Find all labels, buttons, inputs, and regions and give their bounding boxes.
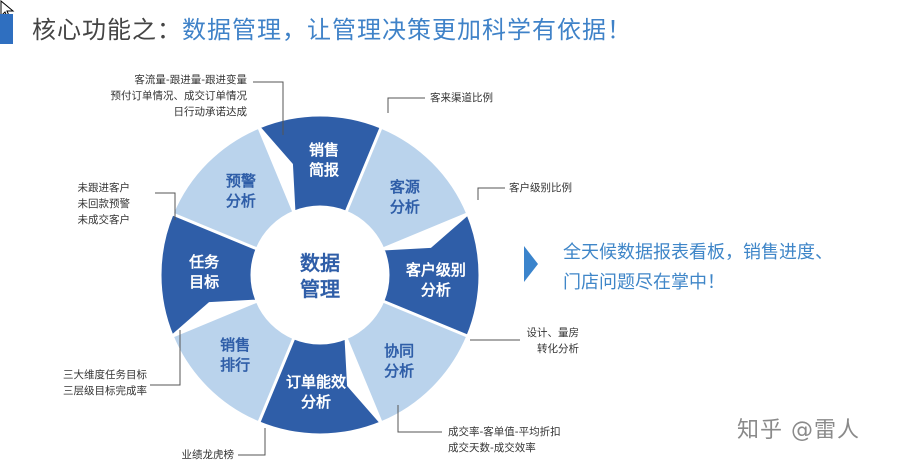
segment-label-order-efficiency-line2: 分析 <box>301 393 331 411</box>
annotation-task: 三大维度任务目标 三层级目标完成率 <box>63 367 147 399</box>
annotation-line: 三大维度任务目标 <box>63 369 147 381</box>
segment-label-order-efficiency-line1: 订单能效 <box>286 373 347 391</box>
leader-sales-brief <box>253 81 284 135</box>
annotation-line: 客流量-跟进量-跟进变量 <box>134 74 247 86</box>
tagline-line2: 门店问题尽在掌中！ <box>563 272 725 293</box>
center-label-line2: 管理 <box>300 277 340 301</box>
annotation-line: 未成交客户 <box>77 214 131 226</box>
leader-source <box>387 97 425 113</box>
annotation-line: 转化分析 <box>537 343 579 355</box>
segment-label-task-target-line1: 任务 <box>188 253 220 271</box>
watermark: 知乎 @雷人 <box>737 418 860 443</box>
annotation-line: 客户级别比例 <box>509 182 572 194</box>
leader-ranking <box>238 428 266 456</box>
title-accent-bar <box>0 14 13 44</box>
segment-label-ranking-line1: 销售 <box>220 336 250 354</box>
play-arrow-icon <box>524 246 538 282</box>
annotation-line: 未回款预警 <box>77 198 131 210</box>
annotation-level: 客户级别比例 <box>509 180 572 196</box>
annotation-line: 客来渠道比例 <box>430 92 493 104</box>
leader-level <box>477 187 505 200</box>
annotation-sales-brief: 客流量-跟进量-跟进变量 预付订单情况、成交订单情况 日行动承诺达成 <box>111 72 248 120</box>
annotation-line: 成交天数-成交效率 <box>448 442 536 454</box>
page-title: 核心功能之：数据管理，让管理决策更加科学有依据！ <box>32 10 632 45</box>
segment-label-customer-level-line1: 客户级别 <box>405 261 466 279</box>
annotation-order: 成交率-客单值-平均折扣 成交天数-成交效率 <box>448 424 561 456</box>
segment-label-source-line1: 客源 <box>389 178 420 196</box>
segment-label-source-line2: 分析 <box>390 198 420 216</box>
annotation-line: 设计、量房 <box>526 327 580 339</box>
segment-label-warning-line1: 预警 <box>226 172 256 190</box>
segment-label-collab-line2: 分析 <box>384 362 414 380</box>
annotation-source: 客来渠道比例 <box>430 90 493 106</box>
title-main: 数据管理，让管理决策更加科学有依据！ <box>182 16 632 44</box>
segment-label-warning-line2: 分析 <box>226 192 256 210</box>
annotation-line: 预付订单情况、成交订单情况 <box>110 90 248 102</box>
annotation-line: 日行动承诺达成 <box>173 106 248 118</box>
segment-label-ranking-line2: 排行 <box>220 356 250 374</box>
annotation-ranking: 业绩龙虎榜 <box>182 447 235 463</box>
center-label-line1: 数据 <box>300 251 340 275</box>
segment-label-sales-brief-line2: 简报 <box>309 161 339 179</box>
annotation-line: 未跟进客户 <box>77 182 131 194</box>
segment-label-collab-line1: 协同 <box>384 342 414 360</box>
segment-label-customer-level-line2: 分析 <box>421 281 451 299</box>
tagline-line1: 全天候数据报表看板，销售进度、 <box>563 242 833 263</box>
leader-warning <box>155 192 176 220</box>
annotation-collab: 设计、量房 转化分析 <box>527 325 580 357</box>
tagline: 全天候数据报表看板，销售进度、 门店问题尽在掌中！ <box>563 238 833 298</box>
segment-label-sales-brief-line1: 销售 <box>309 141 339 159</box>
segment-label-task-target-line2: 目标 <box>189 273 219 291</box>
title-prefix: 核心功能之： <box>32 16 182 44</box>
leader-order <box>397 405 442 433</box>
annotation-line: 成交率-客单值-平均折扣 <box>448 426 561 438</box>
annotation-warning: 未跟进客户 未回款预警 未成交客户 <box>78 180 131 228</box>
leader-task <box>150 330 181 386</box>
annotation-line: 三层级目标完成率 <box>63 385 147 397</box>
center-circle <box>252 207 388 343</box>
annotation-line: 业绩龙虎榜 <box>181 449 235 461</box>
